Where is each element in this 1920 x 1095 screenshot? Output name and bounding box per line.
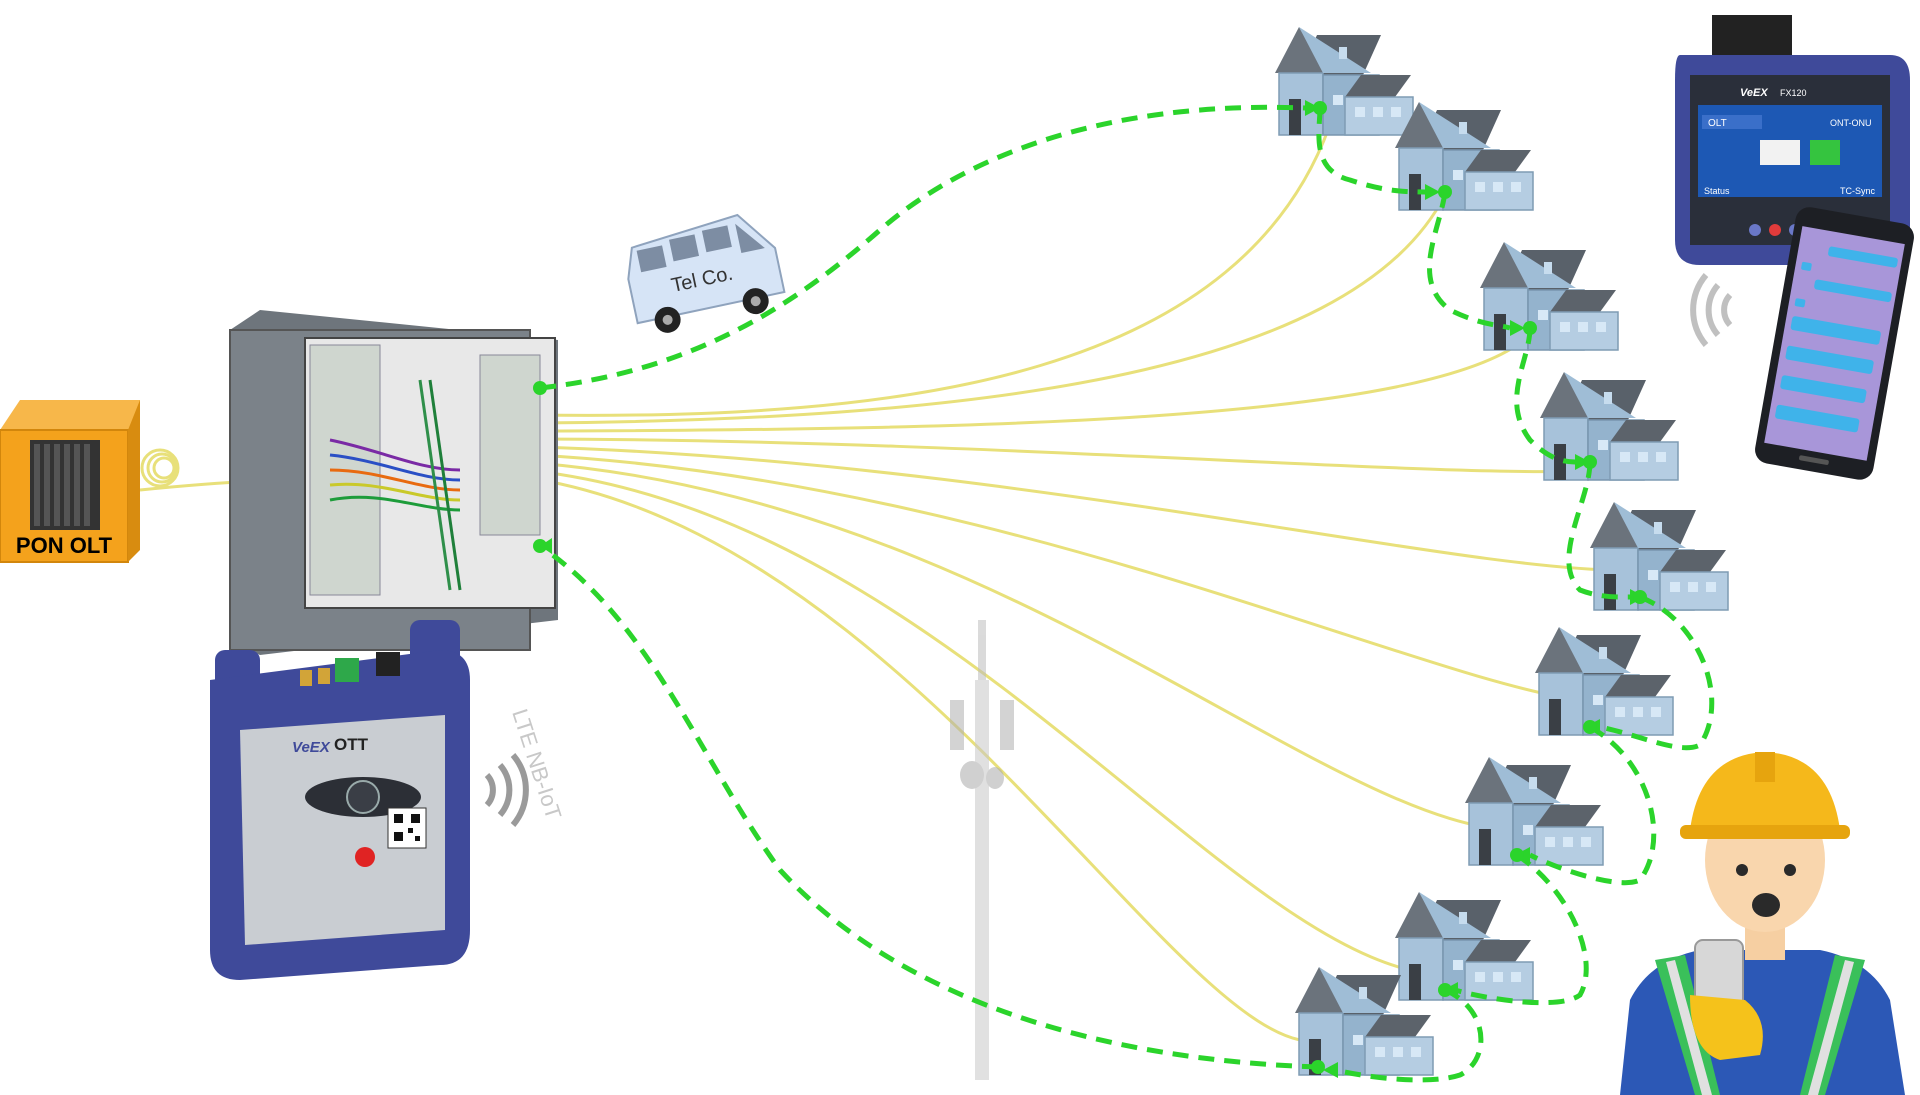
route-van-to-house-1: [539, 104, 1306, 391]
route-house-8-9: [1334, 987, 1484, 1083]
ott-model: OTT: [334, 735, 369, 754]
route-house-1-2: [1316, 107, 1426, 195]
cell-tower-icon: [950, 620, 1014, 1080]
fiber-drop-2: [534, 194, 1447, 425]
route-house-6-7: [1528, 724, 1657, 886]
cabinet-icon: [229, 310, 558, 655]
house-icon: [1394, 101, 1534, 211]
route-house-7-8: [1454, 852, 1589, 1006]
test-route: [538, 104, 1715, 1083]
route-house-5-6: [1599, 594, 1715, 751]
fiber-drop-1: [534, 109, 1337, 417]
fiber-drop-4: [534, 437, 1601, 474]
fiber-drop-8: [534, 469, 1441, 977]
route-house-3-4: [1514, 327, 1576, 465]
olt-label: PON OLT: [16, 533, 113, 558]
fiber-drop-3: [534, 333, 1532, 433]
fiber-drop-7: [534, 461, 1511, 832]
house-icon: [1534, 626, 1674, 736]
fx-model: FX120: [1780, 88, 1807, 98]
house-icon: [1394, 891, 1534, 1001]
fiber-drop-9: [534, 477, 1301, 1042]
fx-status-right: TC-Sync: [1840, 186, 1876, 196]
fx120-tester-icon: VeEX FX120 OLT ONT-ONU Status TC-Sync: [1675, 15, 1910, 265]
houses: [1274, 26, 1729, 1076]
fiber-drops: [139, 109, 1621, 1042]
house-icon: [1274, 26, 1414, 136]
house-icon: [1479, 241, 1619, 351]
ott-brand: VeEX: [292, 739, 331, 756]
fx-screen-right: ONT-ONU: [1830, 118, 1872, 128]
wireless-signal-icon: [484, 753, 529, 827]
van-icon: Tel Co.: [627, 213, 786, 333]
route-house-9-to-cabinet: [538, 543, 1319, 1070]
ott-tester-icon: VeEX OTT: [210, 620, 470, 980]
pon-olt-icon: PON OLT: [0, 400, 180, 563]
fiber-drop-5: [534, 445, 1621, 572]
fx-screen-left: OLT: [1708, 118, 1727, 129]
smartphone-icon: [1755, 207, 1914, 480]
house-icon: [1464, 756, 1604, 866]
route-markers: [540, 100, 1647, 1078]
route-house-4-5: [1566, 461, 1631, 600]
phone-signal-icon: [1690, 273, 1733, 347]
fiber-drop-6: [534, 453, 1581, 702]
route-house-2-3: [1427, 191, 1511, 331]
fx-status-left: Status: [1704, 186, 1730, 196]
house-icon: [1589, 501, 1729, 611]
technician-icon: [1620, 752, 1905, 1095]
house-icon: [1539, 371, 1679, 481]
fx-brand: VeEX: [1740, 87, 1768, 99]
